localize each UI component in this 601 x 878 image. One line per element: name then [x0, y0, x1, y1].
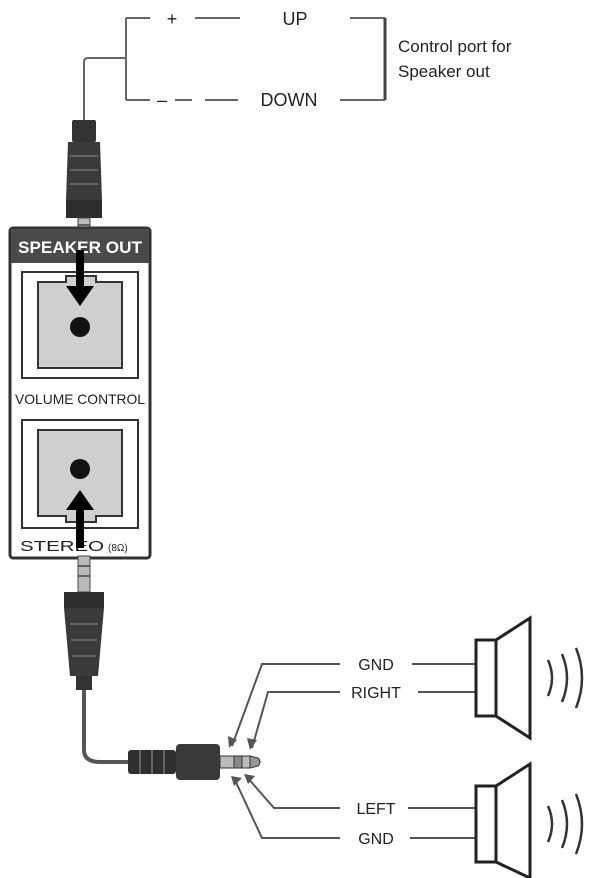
control-port-wiring [83, 17, 387, 122]
wiring-pointers [228, 663, 340, 839]
speaker-left-icon [474, 761, 584, 878]
stereo-plug [64, 555, 104, 690]
stereo-cable [82, 690, 130, 764]
control-note-line1: Control port for [398, 37, 512, 56]
control-plug [66, 120, 102, 243]
volume-control-jack[interactable] [21, 271, 139, 379]
control-cable [83, 57, 126, 122]
stereo-label: STEREO [20, 538, 104, 555]
volume-control-label: VOLUME CONTROL [15, 391, 145, 407]
left-label: LEFT [356, 801, 395, 818]
gnd-top-label: GND [358, 657, 394, 674]
arrow-into-stereo-jack [66, 490, 94, 548]
down-label: DOWN [261, 90, 318, 110]
stereo-3p5mm-plug [128, 744, 261, 780]
speaker-right-icon [474, 615, 584, 741]
control-note-line2: Speaker out [398, 62, 490, 81]
up-label: UP [282, 9, 307, 29]
stereo-jack[interactable] [21, 419, 139, 529]
gnd-bottom-label: GND [358, 831, 394, 848]
arrow-into-volume-jack [66, 250, 94, 306]
panel-title: SPEAKER OUT [18, 238, 143, 257]
speaker-leads [408, 663, 476, 839]
impedance-label: (8Ω) [108, 543, 128, 554]
plus-sign: + [167, 9, 178, 29]
minus-sign: – [157, 90, 167, 110]
right-label: RIGHT [351, 685, 401, 702]
